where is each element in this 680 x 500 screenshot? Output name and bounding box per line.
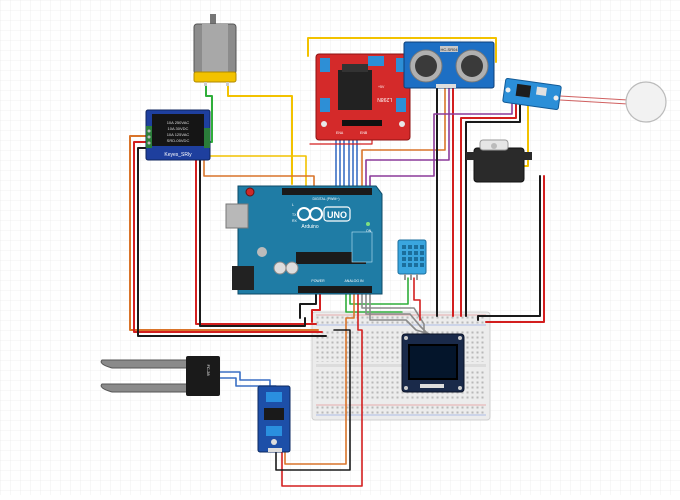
soil-sensor-module — [257, 385, 291, 453]
dht11-sensor — [397, 239, 427, 280]
arduino-brand-label: Arduino — [301, 224, 318, 230]
pressure-sensor-module — [502, 77, 562, 111]
arduino-digital-label: DIGITAL (PWM~) — [312, 197, 339, 201]
wire-orange-ultrasonic — [361, 87, 446, 187]
wire-blue-soil-1 — [211, 371, 271, 393]
arduino-on-label: ON — [366, 229, 372, 233]
arduino-rx-label: RX — [292, 219, 298, 223]
wire-purple-force — [369, 103, 513, 187]
wire-red-dht — [413, 277, 421, 321]
wire-grey-oled-3 — [369, 293, 437, 337]
arduino-model-label: UNO — [327, 210, 347, 220]
wire-force-sensor-2 — [559, 99, 629, 105]
wire-purple-ultrasonic — [365, 87, 450, 187]
wire-black-relay-left — [137, 147, 327, 337]
dc-motor — [193, 14, 237, 86]
wire-orange-relay-arduino — [203, 159, 315, 187]
ultrasonic-sensor: HC-SR04 — [403, 41, 495, 89]
wire-green-arduino-2 — [345, 293, 403, 313]
l298n-motor-driver: L298N +5V ENA ENB — [315, 53, 411, 141]
relay-spec-c: 10A 125VAC — [167, 132, 190, 137]
relay-module: 10A 250VAC 10A 30VDC 10A 125VAC SRD-05VD… — [145, 109, 211, 161]
ultrasonic-model-label: HC-SR04 — [440, 47, 458, 52]
arduino-l-label: L — [292, 203, 294, 207]
wire-black-relay-down — [199, 159, 306, 327]
driver-5v-label: +5V — [378, 85, 385, 89]
relay-spec-a: 10A 250VAC — [167, 120, 190, 125]
wire-red-force — [460, 103, 517, 317]
wire-black-arduino-bottom — [299, 293, 317, 319]
wire-black-force — [465, 103, 521, 317]
wire-black-soil — [275, 329, 351, 471]
force-sensitive-resistor — [625, 81, 667, 123]
wire-red-servo — [485, 175, 545, 323]
oled-display — [401, 333, 465, 393]
wire-red-arduino-bottom — [311, 293, 321, 323]
arduino-tx-label: TX — [292, 213, 297, 217]
soil-moisture-probe: FC-28 — [100, 356, 220, 396]
wires — [129, 37, 629, 487]
wire-green-arduino-dht — [349, 277, 409, 305]
arduino-uno: UNO Arduino DIGITAL (PWM~) ANALOG IN POW… — [225, 185, 383, 295]
wire-red-relay-left — [133, 141, 323, 333]
relay-model: SRD-05VDC — [167, 138, 190, 143]
relay-brand-label: Keyes_SRly — [164, 152, 192, 158]
arduino-analog-label: ANALOG IN — [344, 279, 364, 283]
wire-yellow-motor — [227, 83, 293, 185]
driver-ena-label: ENA — [336, 131, 344, 135]
wire-red-relay-down — [195, 159, 317, 325]
wire-grey-oled-2 — [365, 293, 431, 337]
arduino-logo — [297, 207, 323, 221]
soil-probe-label: FC-28 — [206, 364, 211, 376]
wire-yellow-top-loop — [307, 37, 497, 63]
servo-motor — [466, 139, 532, 183]
arduino-power-label: POWER — [311, 279, 325, 283]
wire-force-sensor — [559, 95, 629, 101]
wire-orange-relay-left — [129, 135, 319, 331]
wire-orange-analog — [284, 293, 355, 465]
driver-name-label: L298N — [377, 96, 392, 102]
relay-spec-b: 10A 30VDC — [168, 126, 189, 131]
wire-grey-oled-1 — [361, 293, 425, 337]
driver-enb-label: ENB — [360, 131, 368, 135]
wire-red-soil — [281, 293, 363, 487]
wire-black-servo — [477, 175, 541, 321]
